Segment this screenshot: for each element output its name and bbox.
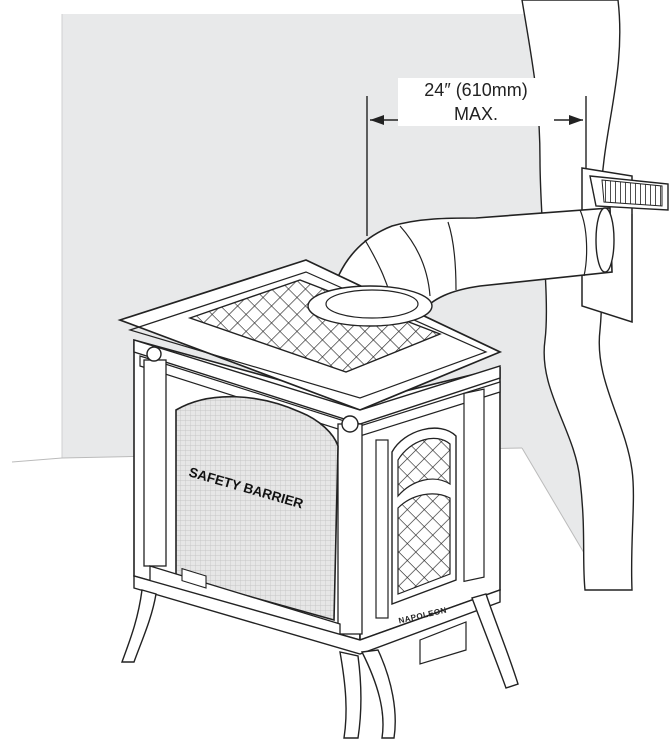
side-window [391, 427, 457, 606]
stove: SAFETY BARRIER [117, 259, 519, 739]
vent-pipe [329, 207, 615, 315]
clearance-dimension-label: 24″ (610mm) MAX. [398, 78, 554, 126]
dimension-qualifier: MAX. [453, 104, 498, 124]
dimension-value: 24″ (610mm) [424, 80, 528, 100]
clearance-dimension [366, 96, 587, 236]
safety-barrier: SAFETY BARRIER [175, 395, 339, 622]
top-grate [187, 279, 442, 373]
